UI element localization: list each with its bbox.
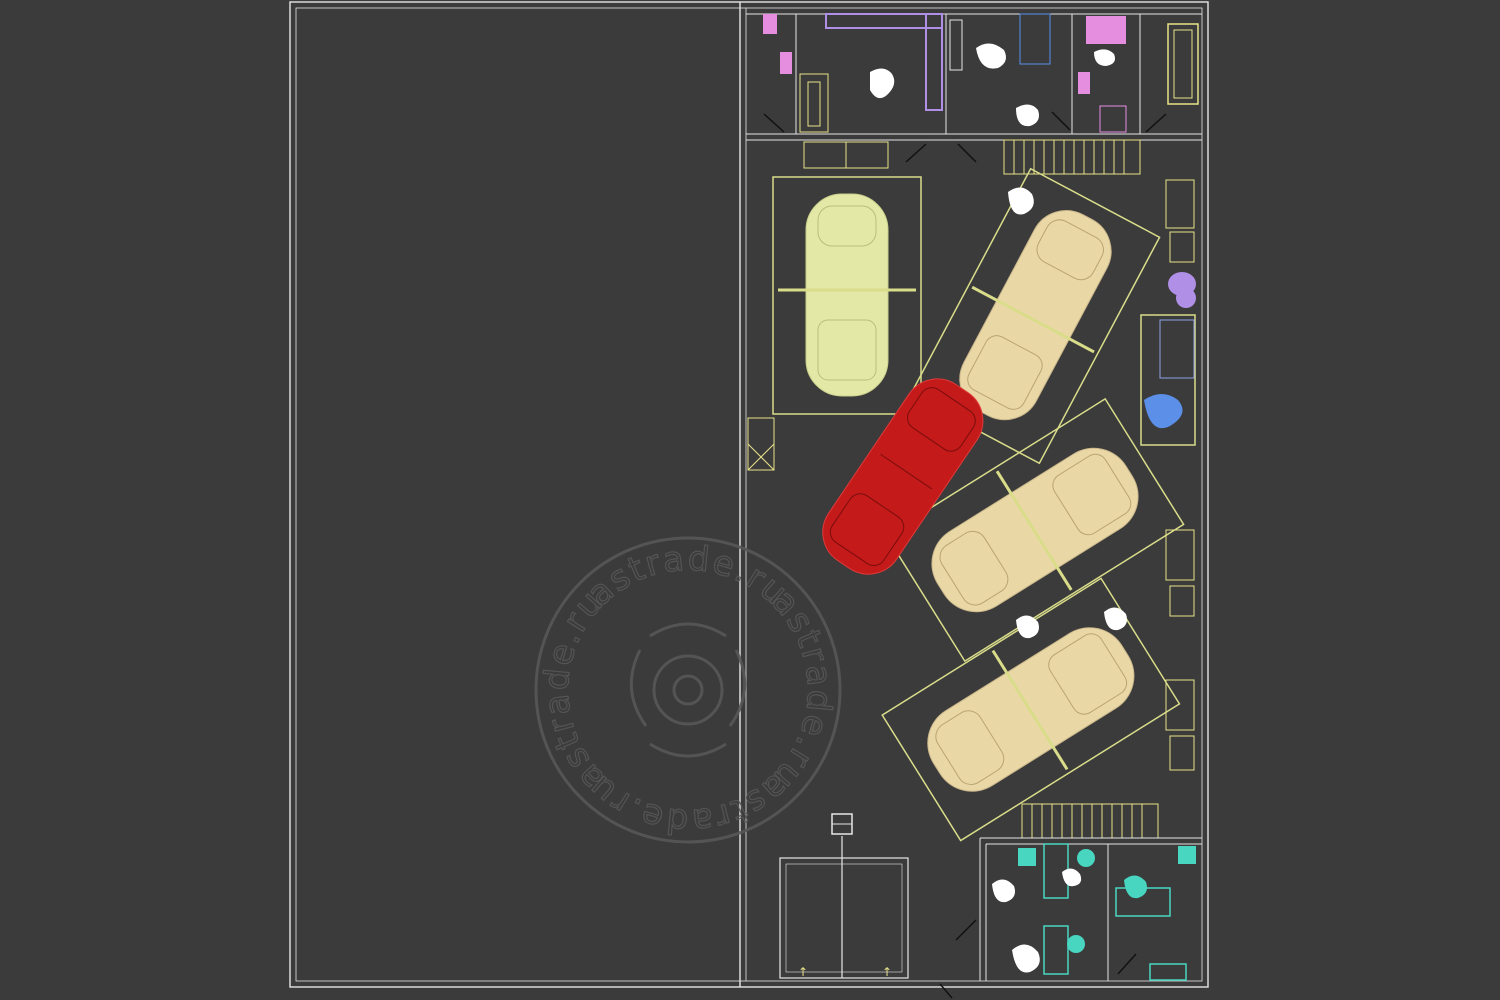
door-arrows-lower — [939, 919, 1137, 999]
lift-bay-1 — [772, 176, 922, 415]
lift-bay-2 — [909, 167, 1161, 465]
right-wall-equipment — [1165, 179, 1195, 771]
lift-bay-3 — [885, 397, 1185, 663]
person-icon — [1016, 104, 1039, 127]
up-arrow-icon: ↑ — [882, 965, 892, 979]
room-restroom — [763, 14, 829, 133]
person-icon — [976, 43, 1006, 69]
equipment-compressor — [1168, 272, 1196, 308]
person-icon — [1094, 49, 1115, 66]
person-icon — [870, 68, 895, 99]
door-arrows-upper — [763, 111, 1167, 163]
room-office-2 — [1167, 23, 1199, 105]
watermark-text-upper: astrade.ru — [580, 539, 796, 615]
workers — [1008, 187, 1127, 639]
up-arrow-icon: ↑ — [798, 965, 808, 979]
car-red-moving — [822, 378, 984, 575]
person-icon — [1016, 615, 1039, 639]
car-on-lift-3 — [931, 447, 1139, 613]
room-kitchen — [825, 13, 943, 111]
room-storage — [1078, 16, 1127, 133]
person-icon — [1012, 944, 1040, 973]
person-icon — [1062, 868, 1082, 887]
left-wall-fixtures — [747, 417, 775, 471]
gear-wheel-icon — [629, 622, 747, 758]
watermark-text-left: astrade.ru — [537, 582, 613, 798]
room-office-3 — [992, 843, 1196, 981]
entrance-gate: ↑ ↑ — [779, 813, 909, 979]
workbench-top — [803, 141, 889, 169]
watermark-text-right: astrade.ru — [764, 582, 840, 798]
lift-bay-4 — [881, 577, 1181, 842]
car-on-lift-1 — [778, 193, 916, 397]
car-on-lift-2 — [959, 210, 1112, 421]
person-icon — [1008, 187, 1034, 215]
partition-wall — [739, 2, 747, 987]
room-office-1 — [949, 13, 1051, 127]
person-icon — [1104, 607, 1127, 631]
watermark: astrade.ru astrade.ru astrade.ru astrade… — [534, 536, 842, 844]
lower-rooms — [979, 837, 1202, 981]
stairs-lower — [1021, 803, 1159, 839]
tool-station — [1140, 314, 1196, 446]
stairs-upper — [1003, 139, 1141, 175]
upper-rooms — [746, 13, 1202, 141]
car-on-lift-4 — [927, 627, 1135, 792]
building-outline — [289, 1, 1209, 988]
watermark-text-lower: astrade.ru — [580, 766, 796, 842]
person-icon — [992, 879, 1015, 903]
